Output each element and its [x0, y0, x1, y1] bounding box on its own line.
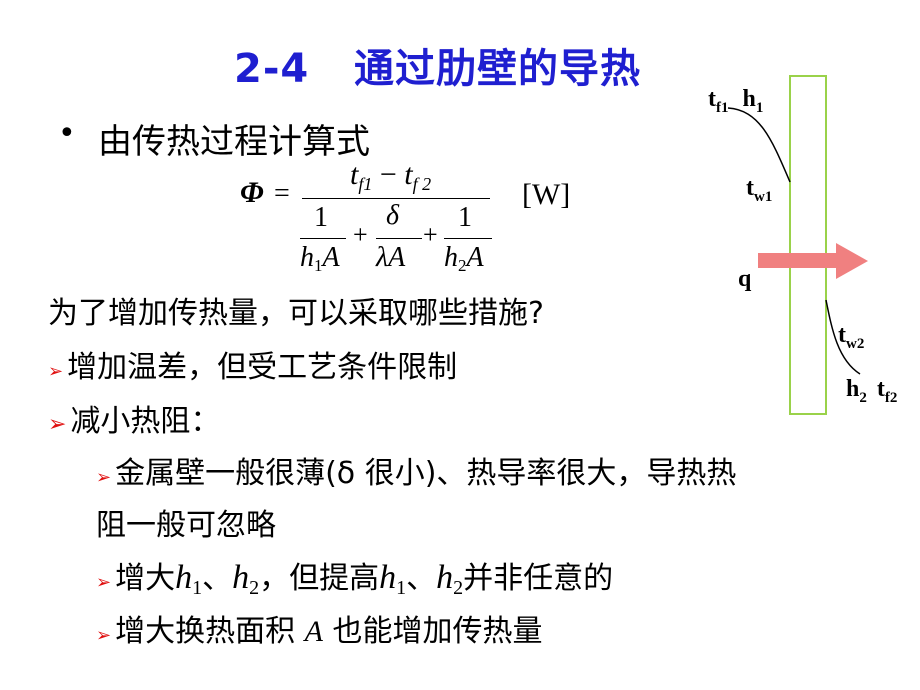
- formula-equals: =: [274, 178, 290, 209]
- tw2-sub: w2: [846, 336, 865, 352]
- label-tf1-h1: tf1 h1: [708, 86, 763, 117]
- sub2-h2-sub: 2: [249, 577, 260, 599]
- den3-one: 1: [458, 202, 472, 233]
- h2-sub: 2: [859, 390, 867, 406]
- tf2: t: [876, 376, 885, 402]
- sub2-pre: 增大: [115, 561, 176, 596]
- main-fraction-bar: [302, 198, 490, 199]
- tf1: t: [708, 86, 716, 112]
- label-h2-tf2: h2 tf2: [846, 376, 897, 407]
- bullet-heading: 由传热过程计算式: [98, 122, 370, 162]
- sub3-pre: 增大换热面积: [115, 614, 305, 649]
- num-t2: t: [404, 158, 413, 191]
- tw1: t: [746, 175, 754, 201]
- tf1-sub: f1: [716, 100, 729, 116]
- num-minus: −: [379, 158, 397, 191]
- sub1-line1: 金属壁一般很薄(δ 很小)、热导率很大，导热热: [115, 456, 737, 491]
- heat-flow-arrow-head: [836, 243, 868, 279]
- sub2-h2b-sub: 2: [453, 577, 464, 599]
- formula-numerator: tf1 − tf 2: [350, 158, 431, 195]
- num-sub1: f1: [358, 174, 373, 194]
- sub2-sep2: 、: [406, 561, 437, 596]
- point-reduce-resistance: ➢减小热阻：: [48, 396, 220, 440]
- den3-bottom: h2A: [444, 242, 484, 276]
- den1-bottom: h1A: [300, 242, 340, 276]
- formula-unit: [W]: [522, 178, 571, 211]
- den3-bar: [444, 238, 492, 239]
- bullet-dot: •: [58, 116, 76, 151]
- point-increase-temp-diff: ➢增加温差，但受工艺条件限制: [48, 342, 457, 386]
- subpoint-increase-area: ➢增大换热面积 A 也能增加传热量: [96, 606, 543, 650]
- red-arrow-icon: ➢: [96, 625, 112, 646]
- den2-lambda: λ: [376, 242, 389, 273]
- den2-bottom: λA: [376, 242, 405, 274]
- point1-text: 增加温差，但受工艺条件限制: [67, 350, 458, 385]
- sub2-h1b-sub: 1: [396, 577, 407, 599]
- den1-A: A: [322, 242, 340, 273]
- sub2-post: 并非任意的: [463, 561, 614, 596]
- den2-delta: δ: [386, 200, 400, 231]
- den1-hsub: 1: [314, 256, 323, 275]
- red-arrow-icon: ➢: [48, 412, 67, 437]
- den3-h: h: [444, 242, 458, 273]
- sub2-h1b: h: [379, 559, 397, 596]
- den2-A: A: [388, 242, 406, 273]
- red-arrow-icon: ➢: [96, 572, 112, 593]
- label-tw2: tw2: [838, 322, 864, 353]
- question-text: 为了增加传热量，可以采取哪些措施?: [48, 296, 544, 331]
- sub2-h2: h: [232, 559, 250, 596]
- wall-rect: [789, 75, 827, 415]
- tf2-sub: f2: [884, 390, 898, 406]
- den3-A: A: [466, 242, 484, 273]
- point2-text: 减小热阻：: [70, 404, 221, 439]
- den-plus1: +: [353, 220, 368, 249]
- h1: h: [742, 86, 756, 112]
- sub2-h2b: h: [436, 559, 454, 596]
- subpoint-metal-wall-cont: 阻一般可忽略: [96, 508, 276, 543]
- sub2-h1-sub: 1: [192, 577, 203, 599]
- h1-sub: 1: [755, 100, 764, 116]
- red-arrow-icon: ➢: [96, 467, 112, 488]
- num-sub2: f 2: [412, 174, 432, 194]
- den2-bar: [376, 238, 422, 239]
- num-t1: t: [350, 158, 359, 191]
- tw1-sub: w1: [754, 189, 773, 205]
- den1-bar: [300, 238, 346, 239]
- slide-title: 2-4 通过肋壁的导热: [234, 46, 642, 92]
- sub3-post: 也能增加传热量: [322, 614, 543, 649]
- sub3-A: A: [304, 615, 323, 648]
- den1-h: h: [300, 242, 314, 273]
- den-plus2: +: [423, 220, 438, 249]
- formula-phi: Φ: [240, 176, 264, 209]
- sub2-mid: ，但提高: [259, 561, 380, 596]
- subpoint-increase-h: ➢增大h1、h2，但提高h1、h2并非任意的: [96, 553, 613, 600]
- heat-flow-arrow-shaft: [758, 253, 838, 268]
- h2: h: [846, 376, 860, 402]
- tw2: t: [838, 322, 846, 348]
- den3-hsub: 2: [458, 256, 467, 275]
- fluid2-temp-curve: [825, 299, 861, 375]
- red-arrow-icon: ➢: [48, 361, 64, 382]
- fluid1-temp-curve: [727, 107, 791, 183]
- subpoint-metal-wall: ➢金属壁一般很薄(δ 很小)、热导率很大，导热热: [96, 448, 736, 492]
- sub2-sep: 、: [202, 561, 233, 596]
- heat-transfer-formula: Φ = tf1 − tf 2 1 h1A + δ λA + 1 h2A [W]: [240, 158, 580, 283]
- den1-one: 1: [314, 202, 328, 233]
- label-tw1: tw1: [746, 175, 772, 206]
- label-q: q: [738, 266, 752, 292]
- sub2-h1: h: [175, 559, 193, 596]
